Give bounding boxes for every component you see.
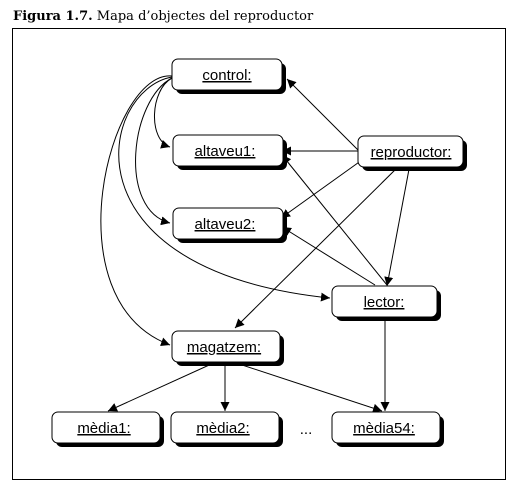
ellipsis-label: ... xyxy=(300,421,313,438)
node-media2[interactable]: mèdia2: xyxy=(170,411,283,447)
edge-reproductor-lector xyxy=(384,163,411,287)
node-control-label: control: xyxy=(202,67,251,84)
node-control[interactable]: control: xyxy=(171,58,286,94)
figure-caption: Figura 1.7. Mapa d’objectes del reproduc… xyxy=(13,9,313,24)
node-altaveu2[interactable]: altaveu2: xyxy=(172,207,287,243)
node-altaveu1[interactable]: altaveu1: xyxy=(172,134,287,170)
node-magatzem[interactable]: magatzem: xyxy=(171,330,284,366)
edge-magatzem-media54 xyxy=(229,360,383,413)
node-reproductor-label: reproductor: xyxy=(371,144,452,161)
node-reproductor[interactable]: reproductor: xyxy=(357,135,467,171)
edge-control-altaveu1 xyxy=(154,77,173,149)
node-altaveu2-label: altaveu2: xyxy=(195,216,256,233)
edge-reproductor-magatzem xyxy=(234,163,402,329)
edge-reproductor-altaveu2 xyxy=(280,159,363,219)
edge-control-magatzem xyxy=(100,75,173,347)
diagram-frame xyxy=(12,28,506,480)
edge-lector-altaveu2 xyxy=(281,226,376,286)
node-media1[interactable]: mèdia1: xyxy=(51,411,164,447)
node-media54[interactable]: mèdia54: xyxy=(331,411,444,447)
edge-magatzem-media1 xyxy=(107,360,219,412)
node-lector-label: lector: xyxy=(364,294,405,311)
edge-lector-altaveu1 xyxy=(281,154,388,286)
figure-caption-text: Mapa d’objectes del reproductor xyxy=(96,9,314,24)
edge-reproductor-control xyxy=(286,78,359,151)
edge-control-lector xyxy=(118,76,331,302)
node-altaveu1-label: altaveu1: xyxy=(195,143,256,160)
node-media2-label: mèdia2: xyxy=(196,420,249,437)
edges xyxy=(100,75,411,413)
node-media1-label: mèdia1: xyxy=(77,420,130,437)
figure-caption-label: Figura 1.7. xyxy=(13,9,93,24)
node-magatzem-label: magatzem: xyxy=(187,339,261,356)
edge-control-altaveu2 xyxy=(135,77,173,226)
node-lector[interactable]: lector: xyxy=(331,285,441,321)
node-media54-label: mèdia54: xyxy=(353,420,415,437)
